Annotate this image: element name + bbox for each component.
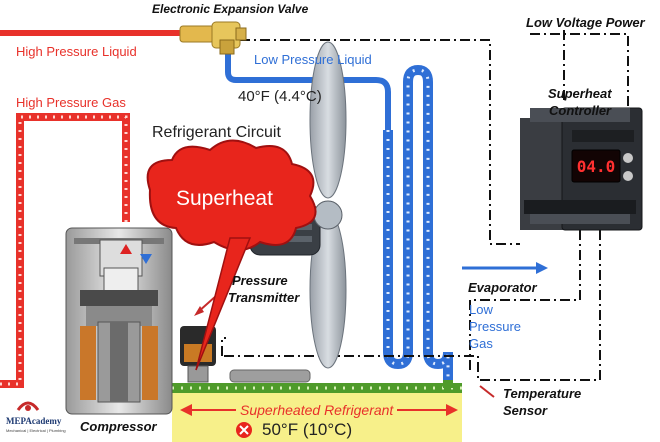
high-pressure-gas-label: High Pressure Gas <box>16 95 126 110</box>
brand-name: MEPAcademy <box>6 416 62 426</box>
low-pressure-gas-label-line2: Pressure <box>469 319 522 334</box>
superheated-refrigerant-label: Superheated Refrigerant <box>236 403 398 417</box>
close-x-icon <box>236 422 252 438</box>
mep-academy-logo-icon <box>16 401 40 411</box>
low-voltage-power-label: Low Voltage Power <box>526 15 645 30</box>
high-pressure-liquid-label: High Pressure Liquid <box>16 44 137 59</box>
control-wiring <box>221 30 629 381</box>
superheat-controller-label-line1: Superheat <box>548 86 612 101</box>
expansion-valve-label: Electronic Expansion Valve <box>152 2 309 16</box>
temperature-sensor-label-line1: Temperature <box>503 386 582 401</box>
evaporator-coil <box>383 64 453 380</box>
superheat-cloud-label: Superheat <box>176 187 273 210</box>
low-temperature-label: 40°F (4.4°C) <box>238 88 322 105</box>
high-pressure-gas-line <box>0 113 130 388</box>
pressure-transmitter-label-line1: Pressure <box>232 273 288 288</box>
suction-line <box>172 380 462 393</box>
low-pressure-gas-label-line1: Low <box>469 302 493 317</box>
refrigerant-circuit-title: Refrigerant Circuit <box>152 124 281 141</box>
pressure-transmitter-label-line2: Transmitter <box>228 290 300 305</box>
temperature-sensor-bulb <box>229 369 311 383</box>
compressor-graphic <box>65 227 173 415</box>
low-pressure-gas-label-line3: Gas <box>469 336 493 351</box>
controller-display-value: 04.0 <box>577 157 616 176</box>
brand-tagline: Mechanical | Electrical | Plumbing <box>6 428 66 433</box>
expansion-valve-graphic <box>179 21 247 55</box>
low-pressure-liquid-line <box>225 44 391 130</box>
superheat-controller-label-line2: Controller <box>549 103 612 118</box>
high-temperature-label: 50°F (10°C) <box>262 420 353 439</box>
superheat-cloud <box>146 139 317 371</box>
compressor-label: Compressor <box>80 419 157 434</box>
temperature-sensor-label-line2: Sensor <box>503 403 548 418</box>
low-pressure-liquid-label: Low Pressure Liquid <box>254 52 372 67</box>
evaporator-label: Evaporator <box>468 280 537 295</box>
superheat-controller-graphic <box>520 107 643 231</box>
